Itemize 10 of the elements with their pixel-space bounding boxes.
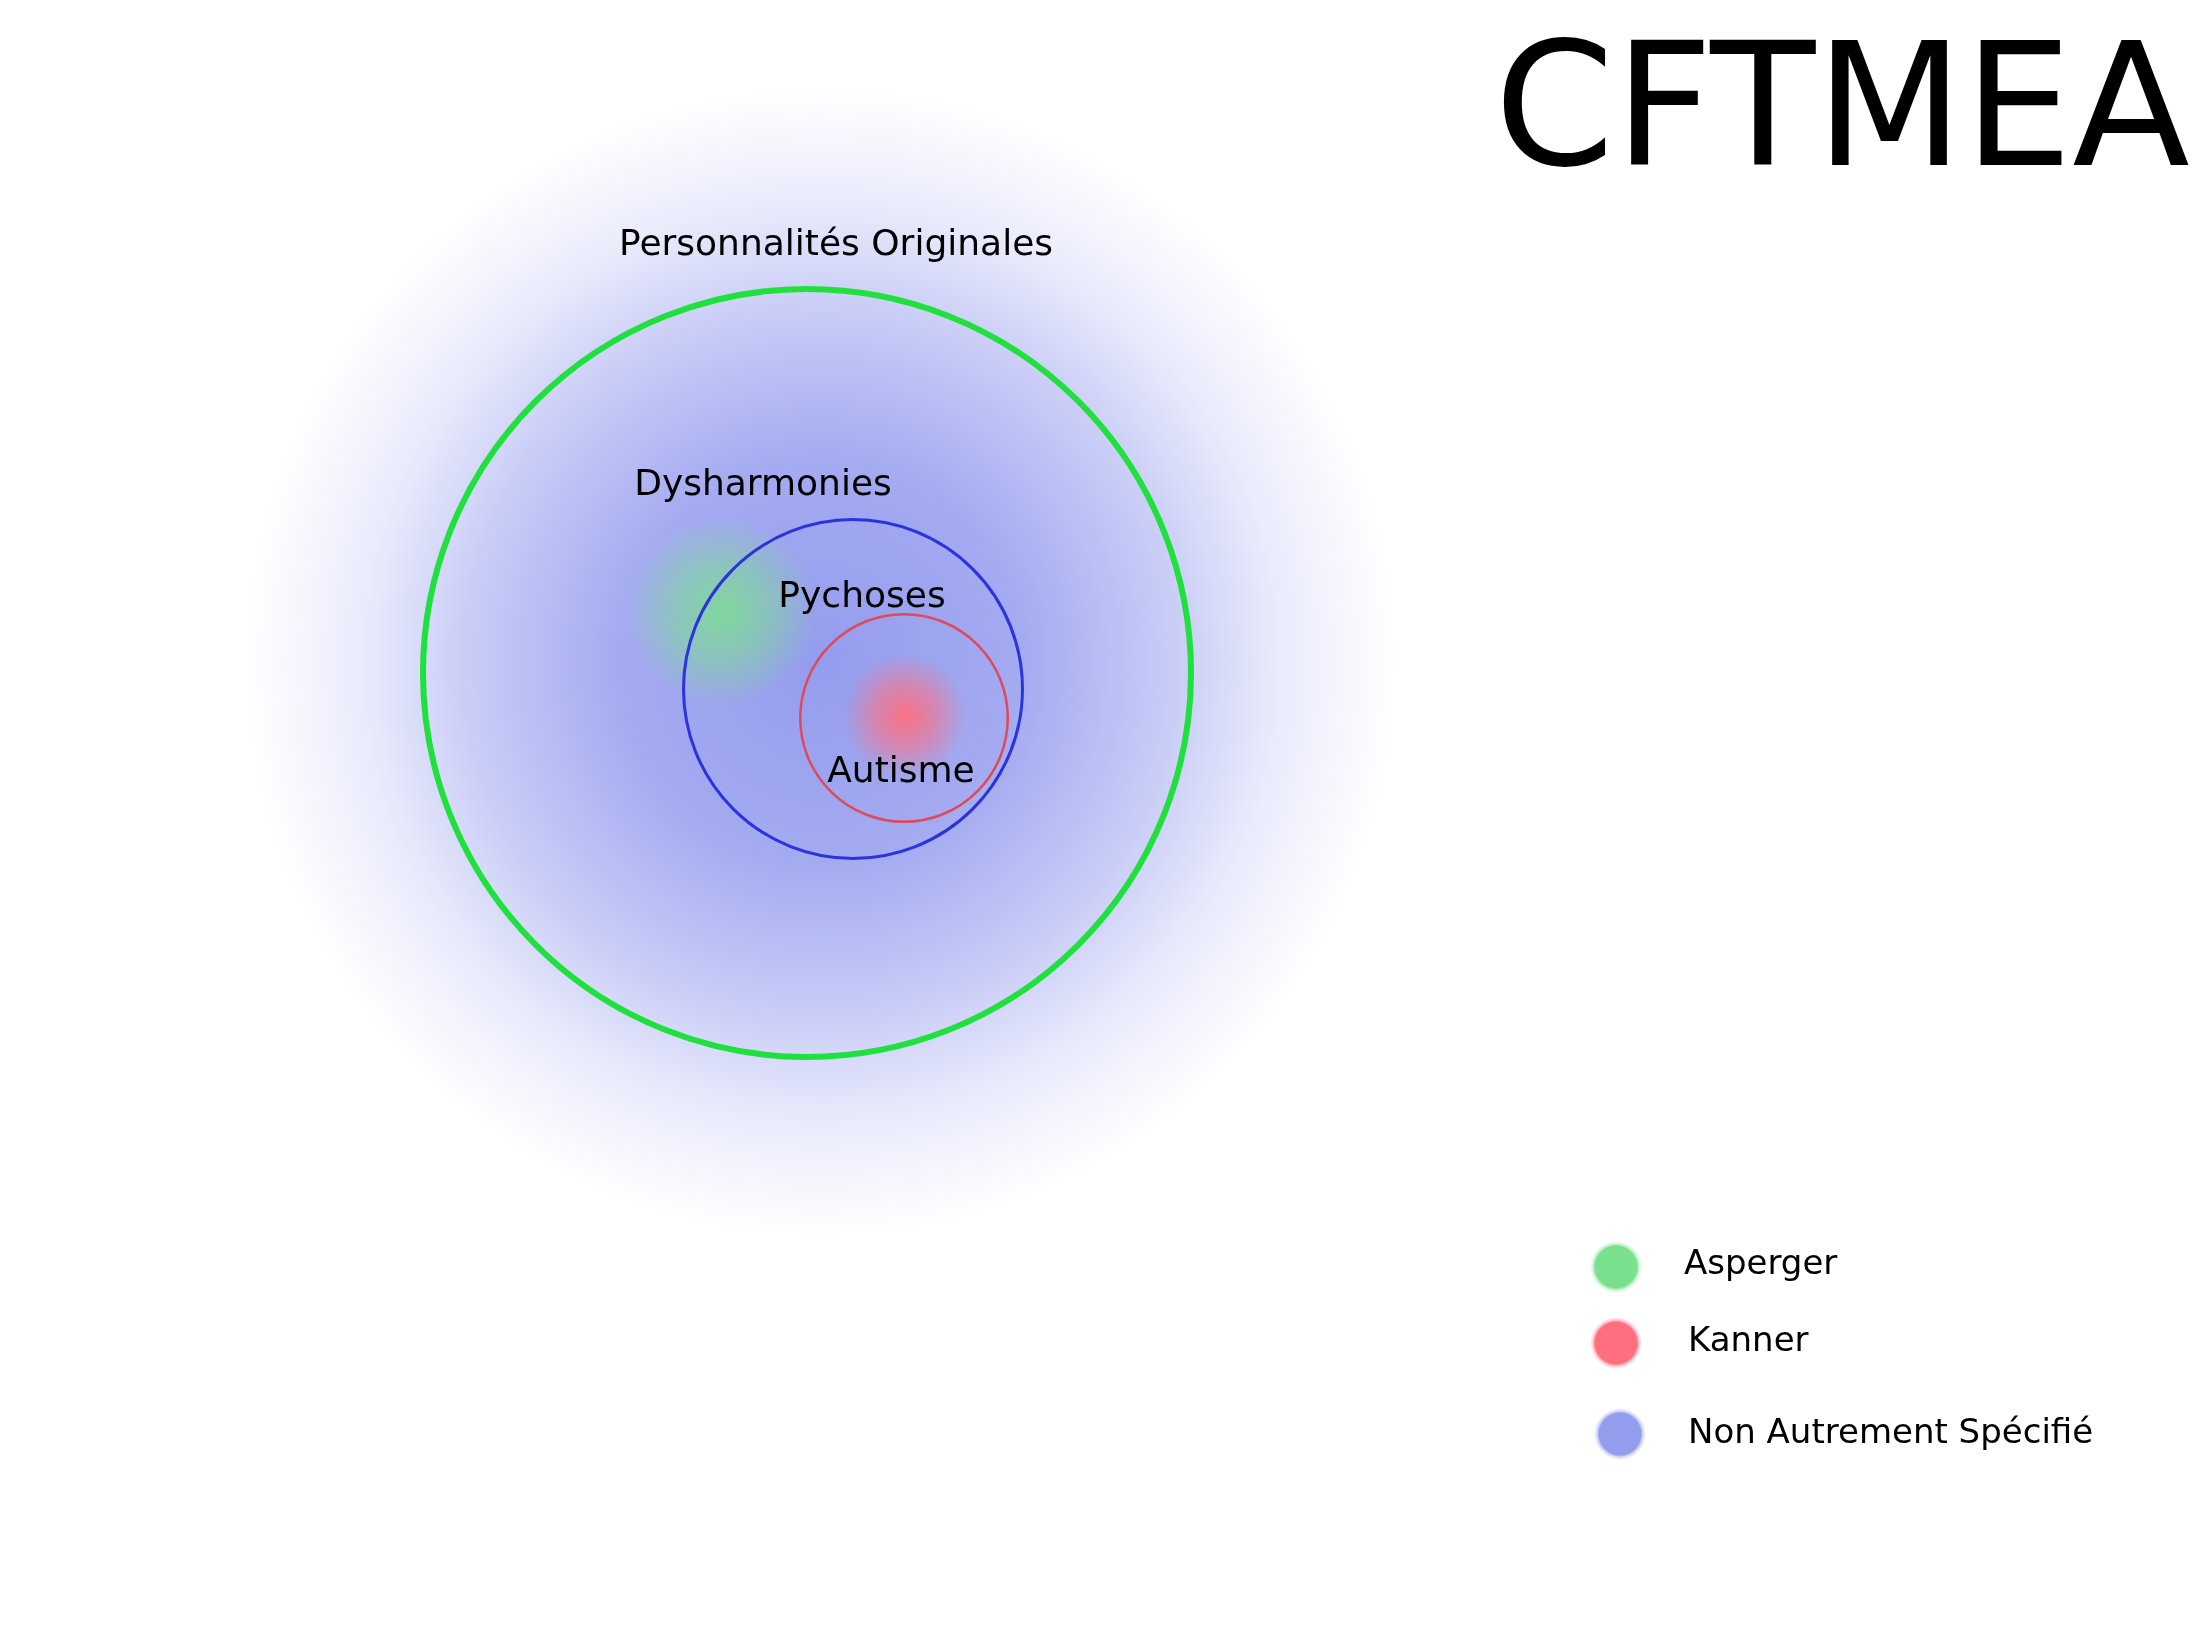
circle-outline — [799, 613, 1009, 823]
legend-label: Non Autrement Spécifié — [1688, 1412, 2094, 1452]
legend-label: Asperger — [1684, 1243, 1838, 1283]
circle-heading: Personnalités Originales — [618, 222, 1054, 264]
region-label: Dysharmonies — [634, 462, 892, 504]
title: CFTMEA — [1494, 6, 2190, 207]
circle-heading: Autisme — [827, 749, 975, 791]
legend-label: Kanner — [1688, 1320, 1809, 1360]
circle-outline — [682, 518, 1024, 860]
circle-heading: Pychoses — [778, 574, 946, 616]
